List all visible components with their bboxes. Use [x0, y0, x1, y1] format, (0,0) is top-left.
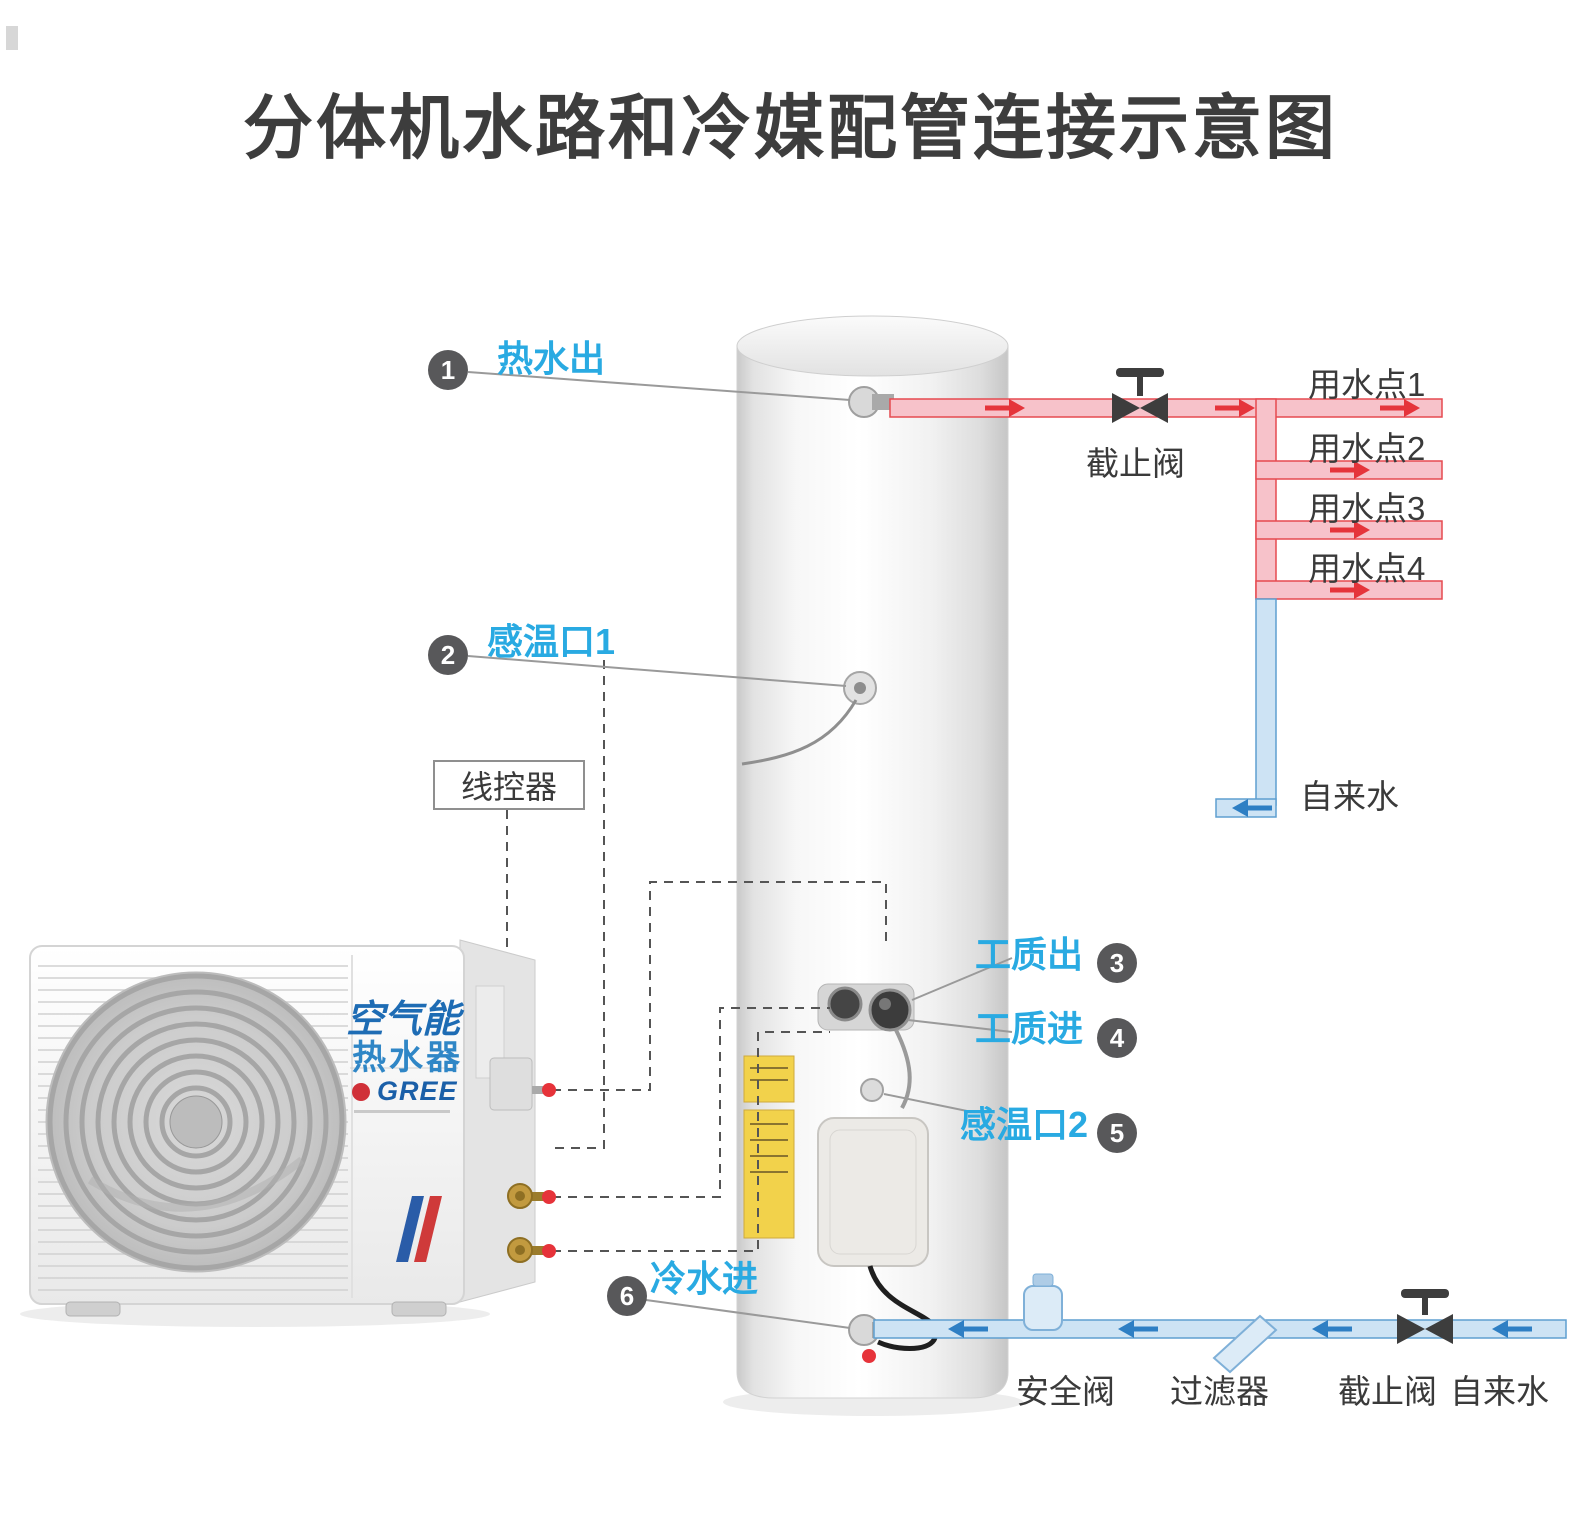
callout-5-badge: 5 — [1097, 1113, 1137, 1153]
brand-stripes — [396, 1196, 442, 1262]
sensor-line-left — [552, 660, 605, 1149]
hot-water-outlet-port — [848, 386, 894, 418]
unit-badge-line1: 空气能 — [346, 999, 461, 1041]
wired-controller-box: 线控器 — [433, 760, 585, 810]
unit-shadow — [20, 1301, 490, 1327]
safety-valve-label: 安全阀 — [1016, 1373, 1115, 1410]
callout-6-badge: 6 — [607, 1276, 647, 1316]
corner-artifact — [6, 26, 18, 50]
outdoor-unit — [29, 939, 546, 1317]
connection-dots — [542, 1083, 876, 1363]
water-tank — [736, 315, 1009, 1399]
callout-3-label: 工质出 — [975, 934, 1084, 975]
unit-badge-line2: 热水器 — [352, 1039, 463, 1077]
warning-stickers — [743, 1055, 795, 1239]
fan-grille — [45, 971, 347, 1273]
refrigerant-line-in — [552, 1031, 830, 1252]
callout-2-label: 感温口1 — [487, 621, 616, 662]
callout-5-label: 感温口2 — [960, 1104, 1089, 1145]
badge-fineprint-bar — [354, 1110, 450, 1113]
outlet-label-1: 用水点1 — [1308, 366, 1426, 403]
unit-foot-right — [391, 1301, 447, 1317]
callout-1-badge: 1 — [428, 350, 468, 390]
dashed-connection-lines — [506, 660, 887, 1252]
tap-water-label-right: 自来水 — [1300, 778, 1399, 815]
stop-valve-bottom-symbol — [1397, 1289, 1453, 1344]
filter-symbol — [1212, 1314, 1278, 1374]
outlet-label-2: 用水点2 — [1308, 430, 1426, 467]
refrigerant-ports — [817, 983, 915, 1109]
filter-label: 过滤器 — [1170, 1373, 1269, 1410]
callout-6-label: 冷水进 — [650, 1258, 759, 1299]
callout-leader-lines — [467, 371, 1013, 1329]
gree-logo-dot — [352, 1082, 370, 1101]
safety-valve-symbol — [1023, 1273, 1063, 1331]
signal-line — [552, 881, 887, 1091]
callout-2-badge: 2 — [428, 635, 468, 675]
callout-3-badge: 3 — [1097, 943, 1137, 983]
unit-foot-left — [65, 1301, 121, 1317]
refrigerant-connectors — [507, 1183, 546, 1263]
callout-4-badge: 4 — [1097, 1018, 1137, 1058]
outlet-label-4: 用水点4 — [1308, 550, 1426, 587]
outlet-label-3: 用水点3 — [1308, 490, 1426, 527]
cold-flow-arrows — [948, 799, 1532, 1338]
stop-valve-top-label: 截止阀 — [1086, 445, 1185, 482]
page-title: 分体机水路和冷媒配管连接示意图 — [243, 89, 1338, 167]
callout-1-label: 热水出 — [497, 338, 606, 379]
callout-4-label: 工质进 — [975, 1008, 1084, 1049]
terminal-cover — [489, 1057, 533, 1111]
gree-logo: GREE — [352, 1076, 458, 1107]
refrigerant-line-out — [552, 1007, 830, 1198]
tap-water-label-bottom: 自来水 — [1450, 1373, 1549, 1410]
gree-brand-text: GREE — [377, 1076, 458, 1106]
temp-sensor-port-1 — [741, 671, 877, 766]
stop-valve-bottom-label: 截止阀 — [1338, 1373, 1437, 1410]
stop-valve-top-symbol — [1112, 368, 1168, 423]
temp-sensor-port-2 — [860, 1078, 884, 1102]
